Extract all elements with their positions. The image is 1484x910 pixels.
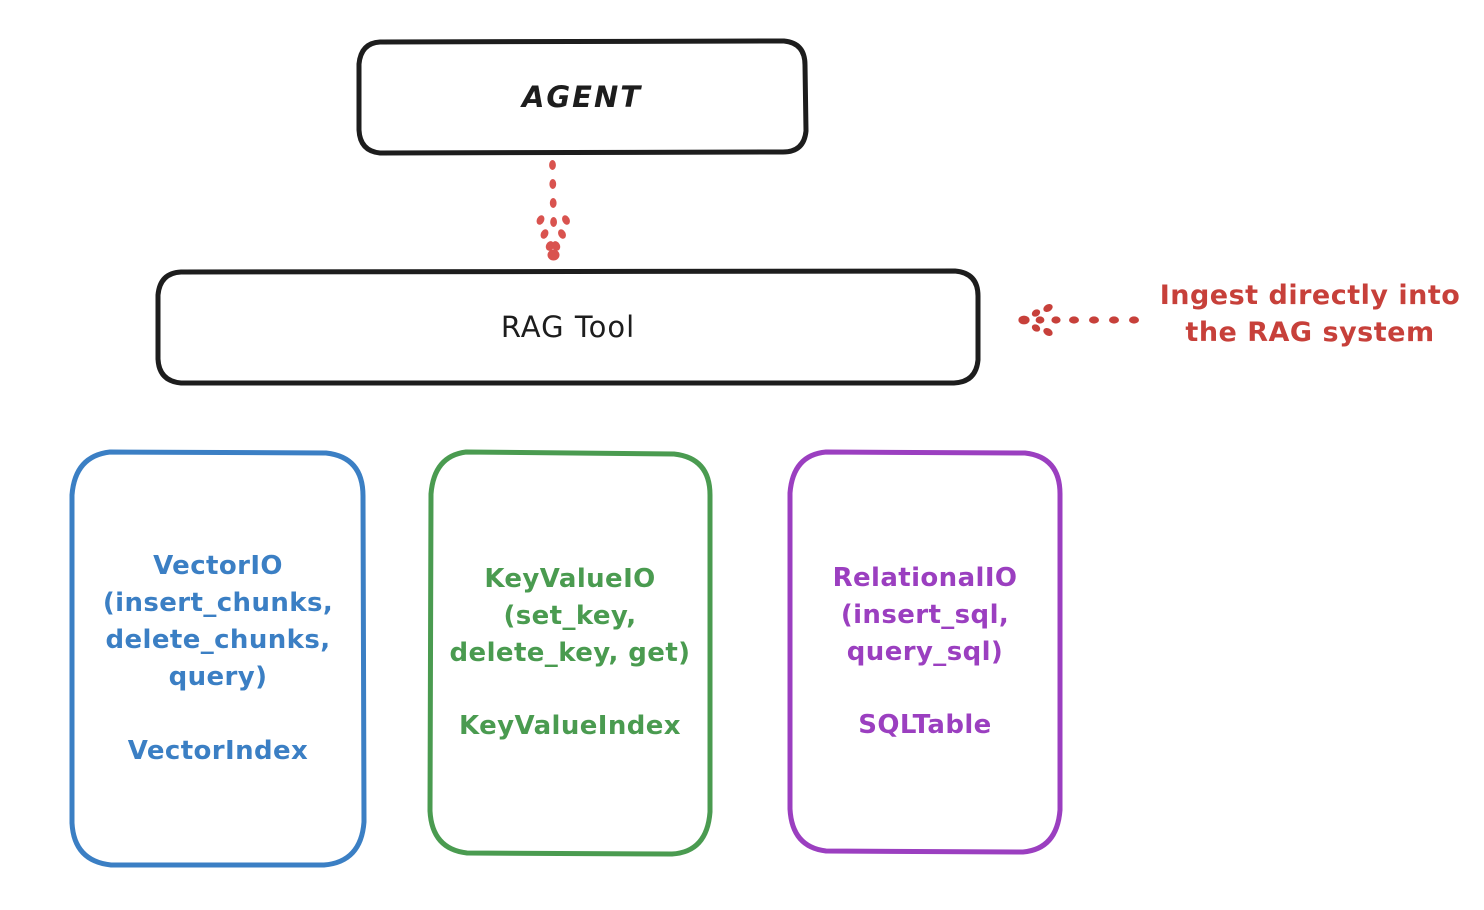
node-agent[interactable]: AGENT	[356, 38, 809, 156]
ingest-annotation-text: Ingest directly into the RAG system	[1159, 280, 1461, 348]
node-relational-io[interactable]: RelationalIO (insert_sql, query_sql) SQL…	[786, 448, 1064, 856]
node-rag-tool-label: RAG Tool	[500, 309, 636, 344]
node-vector-io[interactable]: VectorIO (insert_chunks, delete_chunks, …	[68, 448, 368, 870]
node-relational-io-label: RelationalIO (insert_sql, query_sql) SQL…	[832, 562, 1018, 741]
node-key-value-io[interactable]: KeyValueIO (set_key, delete_key, get) Ke…	[426, 448, 714, 858]
node-rag-tool[interactable]: RAG Tool	[155, 268, 981, 386]
node-agent-label: AGENT	[521, 79, 643, 114]
agent-to-rag-tool-arrow	[536, 160, 570, 261]
ingest-pointer-arrow	[1018, 304, 1139, 336]
node-vector-io-label: VectorIO (insert_chunks, delete_chunks, …	[102, 551, 334, 766]
node-key-value-io-label: KeyValueIO (set_key, delete_key, get) Ke…	[449, 563, 691, 742]
